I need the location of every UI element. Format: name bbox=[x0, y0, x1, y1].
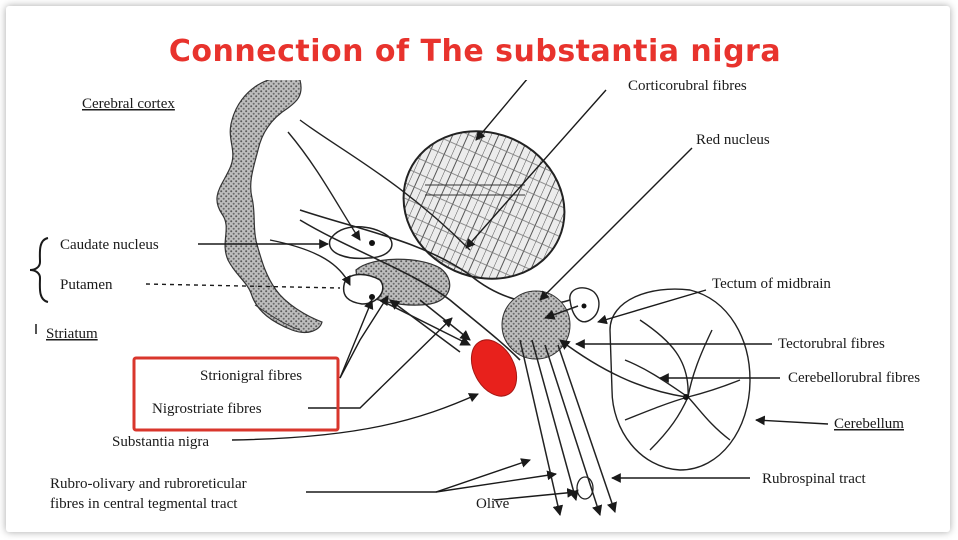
label-tectorubral-fibres: Tectorubral fibres bbox=[778, 336, 885, 352]
substantia-nigra-diagram: Cerebral cortex Corticorubral fibres Red… bbox=[29, 76, 920, 517]
label-putamen: Putamen bbox=[60, 277, 113, 293]
label-corticorubral-fibres: Corticorubral fibres bbox=[628, 78, 747, 94]
label-rubrospinal-tract: Rubrospinal tract bbox=[762, 471, 867, 487]
label-red-nucleus: Red nucleus bbox=[696, 132, 770, 148]
label-tectum-of-midbrain: Tectum of midbrain bbox=[712, 276, 831, 292]
cerebral-cortex-shape bbox=[216, 76, 323, 334]
label-rubro-olivary-line1: Rubro-olivary and rubroreticular bbox=[50, 476, 247, 492]
label-cerebral-cortex: Cerebral cortex bbox=[82, 96, 175, 112]
label-striatum: Striatum bbox=[46, 326, 98, 342]
tegmental-red-nucleus-shape bbox=[501, 290, 571, 360]
page-title: Connection of The substantia nigra bbox=[168, 33, 782, 69]
label-nigrostriate-fibres: Nigrostriate fibres bbox=[152, 401, 262, 417]
label-rubro-olivary-line2: fibres in central tegmental tract bbox=[50, 496, 238, 512]
highlight-box bbox=[132, 356, 340, 432]
title-banner: Connection of The substantia nigra bbox=[120, 22, 830, 80]
label-cerebellum: Cerebellum bbox=[834, 416, 904, 432]
label-olive: Olive bbox=[476, 496, 510, 512]
label-caudate-nucleus: Caudate nucleus bbox=[60, 237, 159, 253]
globus-pallidus-shape bbox=[342, 273, 384, 305]
left-curly-brace-icon bbox=[29, 237, 49, 303]
label-strionigral-fibres: Strionigral fibres bbox=[200, 368, 302, 384]
caudate-nucleus-shape bbox=[328, 226, 393, 260]
cerebellum-shape bbox=[609, 288, 751, 471]
slide-frame: Cerebral cortex Corticorubral fibres Red… bbox=[6, 6, 950, 532]
label-substantia-nigra: Substantia nigra bbox=[112, 434, 209, 450]
red-nucleus-shape bbox=[402, 130, 566, 280]
substantia-nigra-shape bbox=[470, 339, 518, 397]
label-cerebellorubral-fibres: Cerebellorubral fibres bbox=[788, 370, 920, 386]
